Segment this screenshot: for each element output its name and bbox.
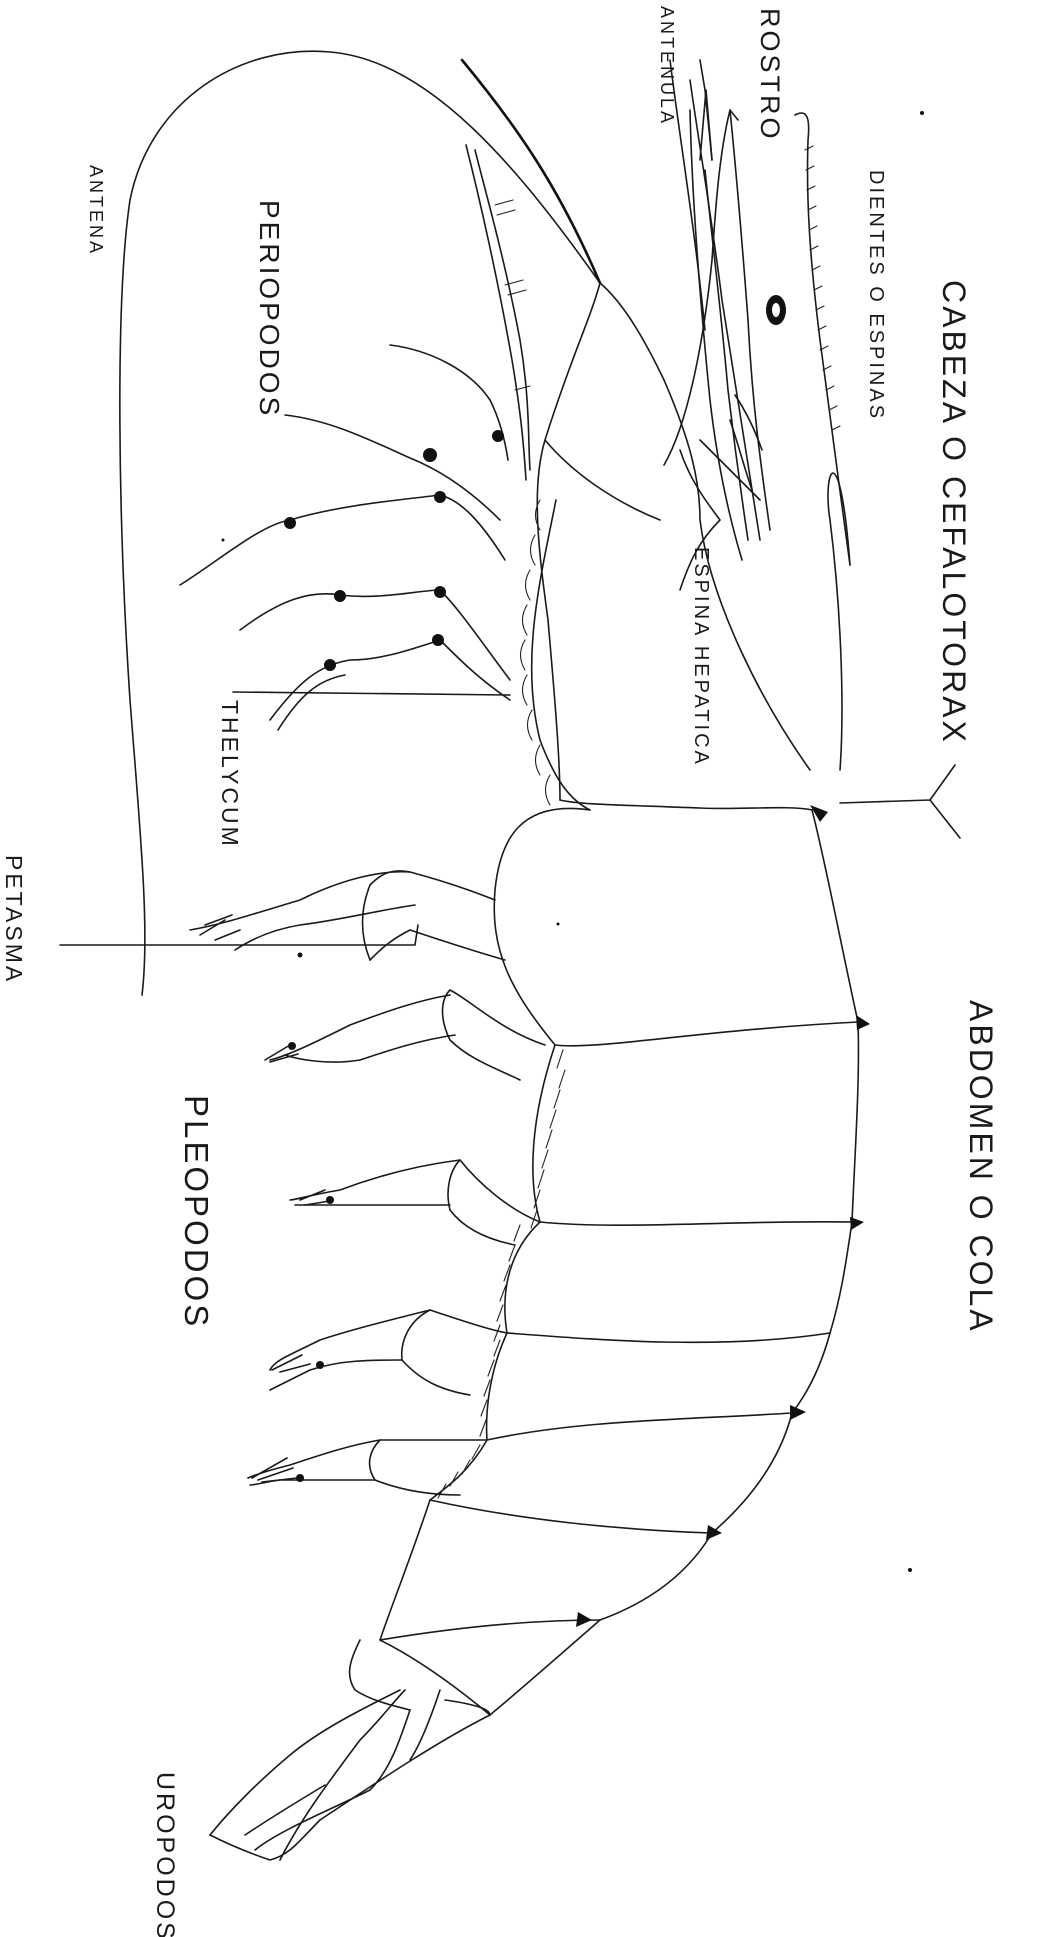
pleopods [190,871,545,1495]
label-espina-hepatica: ESPINA HEPATICA [690,547,712,767]
carapace-outline [462,60,600,283]
pereiopods [180,145,530,730]
thelycum-hatch [521,500,551,805]
label-antena: ANTENA [86,165,106,256]
cabeza-leader [840,765,960,838]
abdomen-segments [380,800,858,1715]
label-uropodos: UROPODOS [151,1772,179,1937]
rostrum-spines [805,146,840,430]
label-pleopodos: PLEOPODOS [178,1095,215,1329]
label-rostro: ROSTRO [755,8,785,142]
label-abdomen: ABDOMEN O COLA [963,1000,999,1334]
label-periopodos: PERIOPODOS [254,200,285,418]
label-cabeza: CABEZA O CEFALOTORAX [936,280,972,745]
uropods [210,1640,490,1860]
label-thelycum: THELYCUM [217,700,243,849]
thelycum-leader [233,692,510,695]
antenna-line [120,51,600,995]
label-antenula: ANTENULA [657,6,677,126]
label-dientes-espinas: DIENTES O ESPINAS [865,170,887,421]
label-petasma: PETASMA [1,855,27,984]
